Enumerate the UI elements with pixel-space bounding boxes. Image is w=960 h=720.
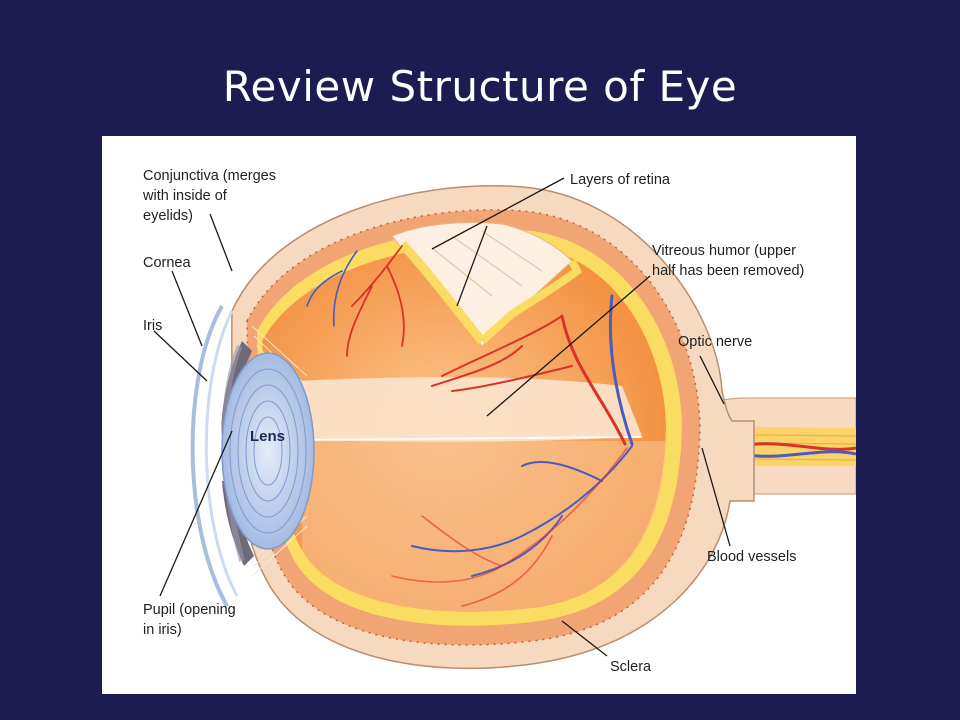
label-layers-of-retina: Layers of retina — [570, 172, 671, 188]
label-vitreous-humor: Vitreous humor (upper half has been remo… — [652, 243, 804, 279]
leader-lines — [153, 177, 731, 657]
lens-shape — [221, 352, 315, 550]
label-conjunctiva: Conjunctiva (merges with inside of eyeli… — [142, 168, 280, 224]
retinal-vessels — [306, 245, 634, 607]
slide-title: Review Structure of Eye — [222, 62, 738, 111]
label-blood-vessels: Blood vessels — [707, 549, 796, 565]
vitreous-humor-shape — [297, 377, 642, 442]
label-pupil: Pupil (opening in iris) — [143, 602, 240, 638]
label-lens: Lens — [250, 428, 285, 445]
cornea-shape — [190, 305, 229, 607]
label-sclera: Sclera — [610, 659, 652, 675]
label-cornea: Cornea — [143, 255, 191, 271]
eye-diagram: Conjunctiva (merges with inside of eyeli… — [142, 168, 856, 675]
label-iris: Iris — [143, 318, 162, 334]
label-optic-nerve: Optic nerve — [678, 334, 752, 350]
eye-diagram-panel: Conjunctiva (merges with inside of eyeli… — [102, 136, 856, 694]
